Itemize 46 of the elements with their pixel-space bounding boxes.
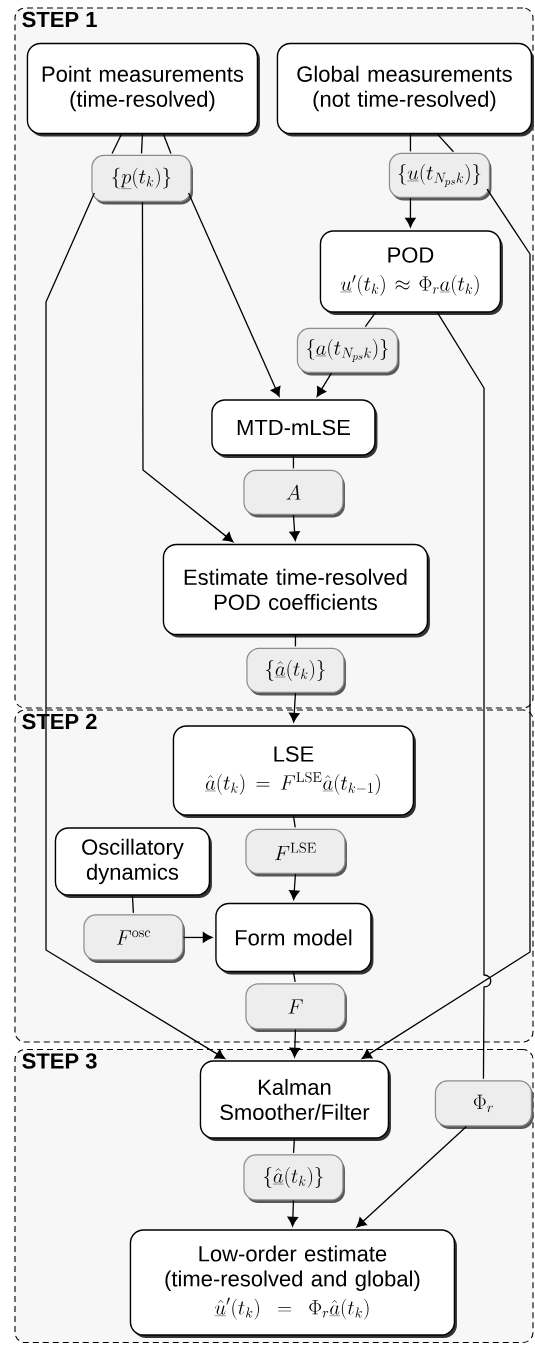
connector-line (292, 971, 296, 983)
process-box: Global measurements (not time-resolved) (276, 42, 534, 137)
arrow (289, 873, 300, 900)
connector-line (131, 895, 134, 914)
process-box: Point measurements (time-resolved) (26, 42, 260, 137)
arrow (316, 372, 333, 397)
connector-line (436, 133, 455, 153)
connector-line (292, 1138, 296, 1154)
data-pill: $\{\underline{\hat{a}}(t_k)\}$ (246, 647, 346, 696)
process-box: Estimate time-resolved POD coefficients (162, 543, 430, 638)
data-pill: $\{\underline{p}(t_k)\}$ (91, 154, 193, 205)
data-pill: $\Phi_r$ (434, 1080, 534, 1129)
connector-line (436, 312, 492, 1080)
data-pill: $\{\underline{u}(t_{N_{ps}k})\}$ (388, 152, 492, 201)
arrow (141, 201, 234, 543)
connector-line (409, 133, 412, 152)
data-pill: $\{\underline{\hat{a}}(t_k)\}$ (243, 1154, 345, 1203)
process-box: MTD-mLSE (211, 399, 378, 458)
process-box: Oscillatory dynamics (54, 827, 212, 898)
process-box: LSE $\underline{\hat{a}}(t_k) = F^{\mathrm{LSE}}\underline{\hat{a}}(t_{k-1})$ (172, 725, 416, 818)
data-pill: $\{\underline{a}(t_{N_{ps}k})\}$ (296, 327, 400, 376)
process-box: Form model (215, 902, 374, 975)
data-pill: $F^{\mathrm{osc}}$ (83, 914, 185, 963)
process-box: Kalman Smoother/Filter (199, 1060, 391, 1141)
arrow (187, 192, 281, 397)
connector-line (111, 133, 123, 155)
arrow (289, 1028, 301, 1058)
arrow (182, 932, 213, 943)
connector-line (292, 455, 295, 469)
connector-line (292, 815, 296, 828)
arrow (287, 1199, 299, 1227)
connector-line (140, 133, 144, 154)
arrow (288, 692, 300, 723)
arrow (289, 514, 300, 541)
arrow (356, 1125, 468, 1228)
arrow (361, 188, 531, 1060)
data-pill: $F^{\mathrm{LSE}}$ (245, 828, 347, 877)
connector-line (364, 312, 377, 328)
arrow (405, 197, 416, 228)
connector-line (162, 133, 172, 155)
arrow (45, 192, 226, 1060)
process-box: POD $\underline{u}'(t_k) \approx \Phi_r\underline{a}(t_k)$ (319, 230, 503, 315)
data-pill: $F$ (245, 983, 347, 1032)
data-pill: $A$ (243, 469, 345, 518)
process-box: Low-order estimate (time-resolved and global) $\underline{\hat{u}}'(t_k) = \Phi_r\underline{\hat{a}}(t_k)$ (129, 1229, 457, 1338)
connector-line (294, 634, 297, 647)
